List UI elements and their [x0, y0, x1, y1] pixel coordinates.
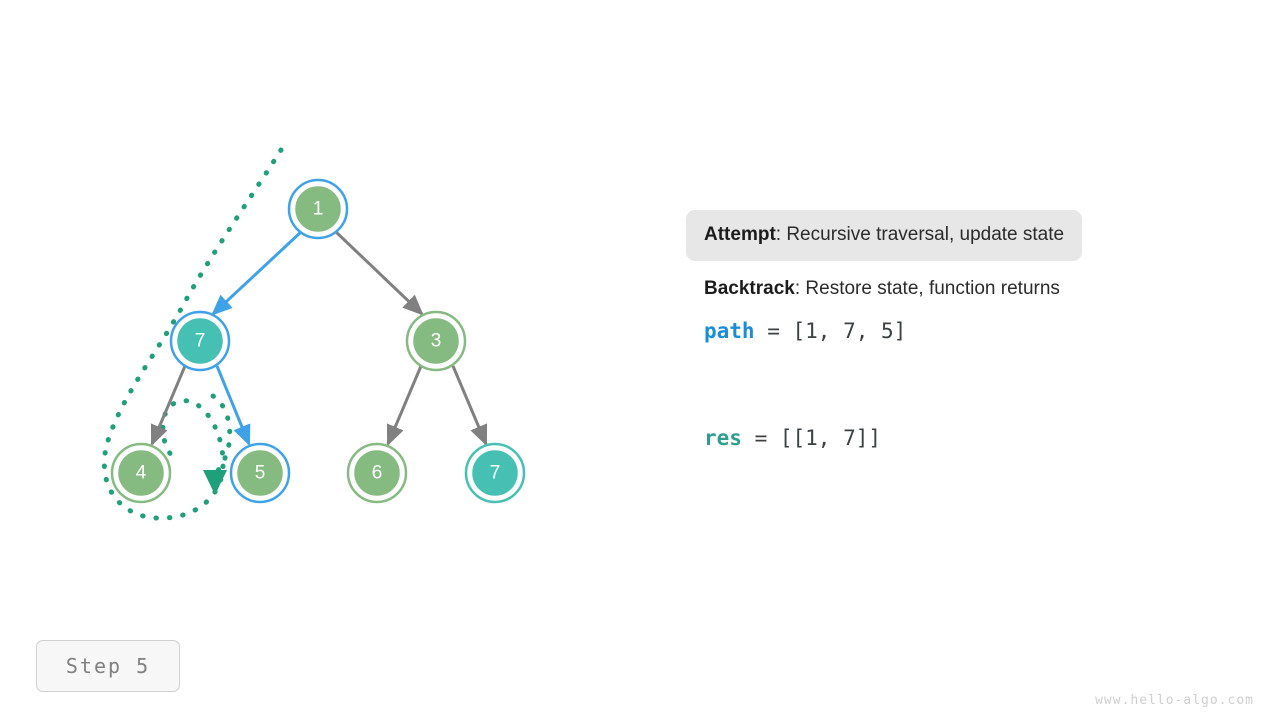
res-variable-name: res	[704, 426, 742, 451]
res-variable-value: = [[1, 7]]	[741, 426, 882, 451]
attempt-text: : Recursive traversal, update state	[775, 224, 1065, 245]
tree-node-label: 7	[195, 331, 206, 352]
backtrack-arrowhead-icon	[203, 470, 227, 495]
edge-root-to-3	[334, 230, 424, 316]
edge-7-to-5	[215, 365, 251, 447]
tree-node-6[interactable]: 6	[346, 442, 408, 504]
edge-7-to-4	[150, 365, 187, 447]
backtrack-text: : Restore state, function returns	[794, 277, 1060, 299]
res-variable-line: res = [[1, 7]]	[686, 418, 1206, 450]
backtrack-row: Backtrack: Restore state, function retur…	[686, 270, 1206, 306]
tree-node-label: 1	[313, 199, 324, 220]
tree-node-label: 4	[136, 463, 147, 484]
tree-node-4[interactable]: 4	[110, 442, 172, 504]
tree-edges	[150, 230, 488, 447]
backtrack-dotted-path	[101, 147, 284, 521]
tree-node-1[interactable]: 1	[287, 178, 349, 240]
tree-node-label: 5	[255, 463, 266, 484]
path-variable-name: path	[704, 319, 755, 344]
tree-node-3[interactable]: 3	[405, 310, 467, 372]
step-badge-label: Step 5	[65, 654, 151, 678]
tree-node-label: 7	[490, 463, 501, 484]
backtrack-keyword: Backtrack	[704, 277, 795, 299]
edge-3-to-6	[386, 365, 423, 447]
watermark: www.hello-algo.com	[1095, 693, 1254, 708]
tree-node-7-left[interactable]: 7	[169, 310, 231, 372]
edge-root-to-7	[211, 230, 303, 316]
edge-3-to-7	[451, 365, 488, 447]
tree-node-7-right[interactable]: 7	[464, 442, 526, 504]
attempt-keyword: Attempt	[704, 224, 776, 245]
path-variable-line: path = [1, 7, 5]	[686, 311, 1206, 343]
binary-tree-graphic: 1 7 3 4 5 6 7	[101, 147, 526, 521]
explanation-panel: Attempt: Recursive traversal, update sta…	[686, 210, 1206, 450]
tree-node-5[interactable]: 5	[229, 442, 291, 504]
tree-node-label: 6	[372, 463, 383, 484]
path-variable-value: = [1, 7, 5]	[754, 319, 907, 344]
step-badge: Step 5	[36, 640, 180, 692]
watermark-text: www.hello-algo.com	[1095, 693, 1254, 708]
attempt-row: Attempt: Recursive traversal, update sta…	[686, 210, 1083, 261]
tree-node-label: 3	[431, 331, 442, 352]
